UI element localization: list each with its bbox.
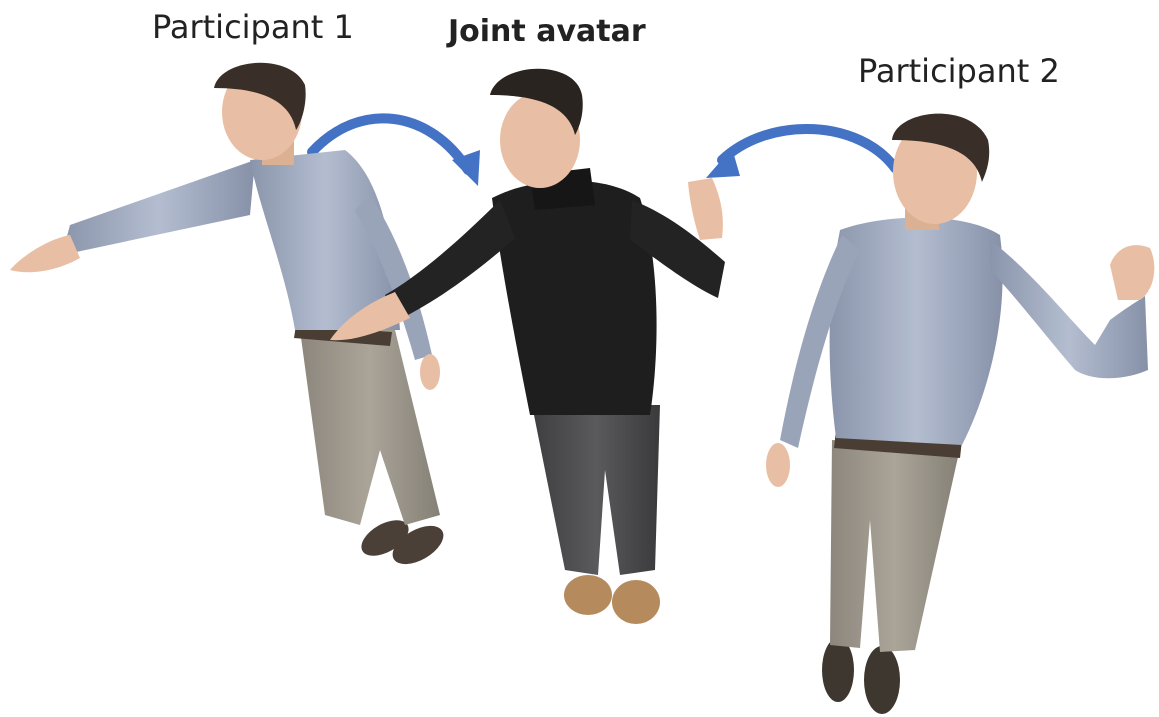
arrow-right-to-center <box>706 129 895 178</box>
participant-2-figure <box>766 114 1154 714</box>
